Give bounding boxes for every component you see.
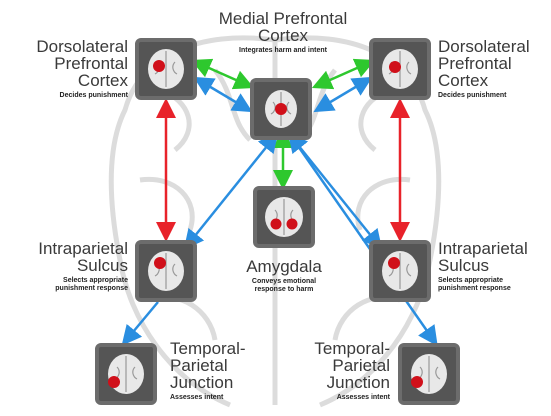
label-ips-left: Intraparietal Sulcus Selects appropriate…	[0, 240, 128, 293]
label-amygdala: Amygdala Conveys emotional response to h…	[218, 258, 350, 294]
brain-scan-icon	[135, 240, 197, 302]
label-dlpfc-left: Dorsolateral Prefrontal Cortex Decides p…	[0, 38, 128, 100]
region-description: Selects appropriate punishment response	[0, 277, 128, 293]
label-mpfc: Medial Prefrontal Cortex Integrates harm…	[195, 10, 371, 55]
region-description: Assesses intent	[290, 394, 390, 402]
label-dlpfc-right: Dorsolateral Prefrontal Cortex Decides p…	[438, 38, 550, 100]
brain-scan-icon	[95, 343, 157, 405]
arrow-dlpfc-mpfc-right	[322, 82, 364, 107]
region-name: Medial Prefrontal Cortex	[195, 10, 371, 44]
brain-scan-icon	[398, 343, 460, 405]
brain-scan-icon	[253, 186, 315, 248]
brain-scan-icon	[369, 240, 431, 302]
region-description: Conveys emotional response to harm	[218, 278, 350, 294]
region-name: Temporal- Parietal Junction	[170, 340, 270, 391]
brain-scan-icon	[369, 38, 431, 100]
region-description: Assesses intent	[170, 394, 270, 402]
label-tpj-right: Temporal- Parietal Junction Assesses int…	[290, 340, 390, 402]
region-name: Dorsolateral Prefrontal Cortex	[438, 38, 550, 89]
region-name: Intraparietal Sulcus	[438, 240, 550, 274]
label-tpj-left: Temporal- Parietal Junction Assesses int…	[170, 340, 270, 402]
arrow-mpfc-dlpfc-right	[321, 64, 366, 84]
region-description: Integrates harm and intent	[195, 47, 371, 55]
region-name: Temporal- Parietal Junction	[290, 340, 390, 391]
region-description: Selects appropriate punishment response	[438, 277, 550, 293]
brain-scan-icon	[250, 78, 312, 140]
label-ips-right: Intraparietal Sulcus Selects appropriate…	[438, 240, 550, 293]
region-name: Intraparietal Sulcus	[0, 240, 128, 274]
region-description: Decides punishment	[438, 92, 550, 100]
region-name: Dorsolateral Prefrontal Cortex	[0, 38, 128, 89]
region-name: Amygdala	[218, 258, 350, 275]
brain-scan-icon	[135, 38, 197, 100]
region-description: Decides punishment	[0, 92, 128, 100]
